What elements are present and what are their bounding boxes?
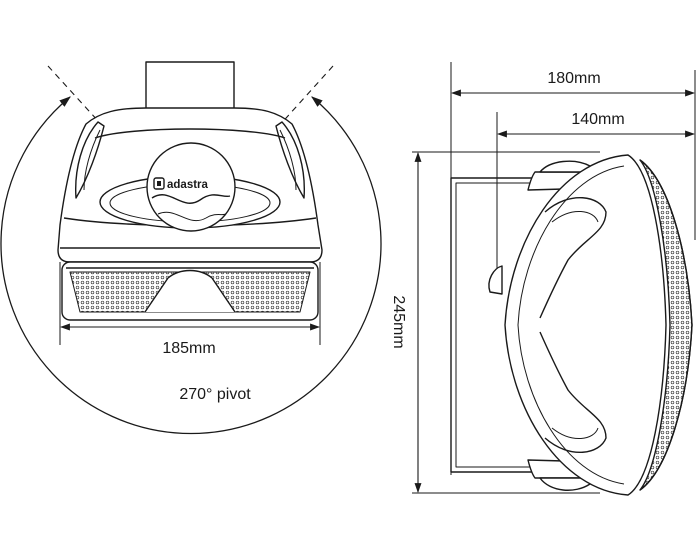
front-width-label: 185mm <box>162 340 215 357</box>
pivot-arc <box>0 96 382 435</box>
front-fin-left <box>74 121 105 199</box>
pivot-hub-wave-lower <box>157 211 227 222</box>
side-depth-label: 180mm <box>547 70 600 87</box>
side-recess-bottom-inner <box>551 427 599 439</box>
front-fin-left-inner <box>83 129 101 191</box>
side-cabinet <box>504 154 667 496</box>
brand-logo: adastra <box>153 177 209 191</box>
side-recess-top <box>539 196 607 319</box>
side-bracket-inner <box>455 182 540 468</box>
side-recess-bottom <box>539 331 607 454</box>
side-cabinet-inner <box>517 165 625 485</box>
side-view <box>412 62 696 496</box>
front-fin-right-inner <box>279 129 297 191</box>
side-recess-top-inner <box>551 211 599 223</box>
side-bracket <box>450 177 540 473</box>
pivot-label: 270° pivot <box>179 386 251 403</box>
side-grille-edge <box>639 159 693 491</box>
front-fin-right <box>275 121 306 199</box>
height-label: 245mm <box>390 295 407 348</box>
front-view <box>0 61 382 435</box>
front-grille-bridge <box>144 269 236 313</box>
logo-mark-icon <box>153 177 165 190</box>
pivot-hub-wave <box>151 194 231 204</box>
side-pivot-tab <box>488 265 503 295</box>
logo-text: adastra <box>167 179 209 191</box>
pivot-hub <box>146 142 236 232</box>
bracket-depth-label: 140mm <box>571 111 624 128</box>
front-top-band <box>94 128 286 139</box>
